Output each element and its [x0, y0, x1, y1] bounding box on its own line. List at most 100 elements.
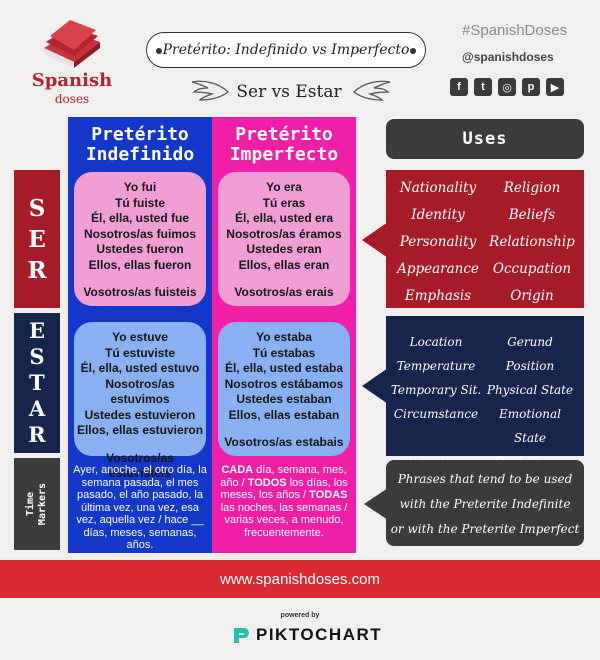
- conjugation-line: Ellos, ellas estaban: [228, 407, 340, 422]
- indefinido-heading: Pretérito Indefinido: [68, 125, 212, 165]
- heading-line: Imperfecto: [229, 144, 339, 165]
- conjugation-line: Ustedes estuvieron: [84, 407, 196, 422]
- marker-bold: CADA: [221, 464, 254, 476]
- use-item: Identity: [411, 207, 465, 223]
- label-line: Markers: [37, 482, 48, 526]
- ser-uses-box: [386, 170, 584, 308]
- use-item: Nationality: [399, 180, 477, 196]
- instagram-icon[interactable]: ◎: [498, 78, 516, 96]
- vosotros-note: Vosotros/as erais: [234, 285, 334, 299]
- conjugation-line: Nosotros/as estuvimos: [105, 376, 175, 407]
- wing-right-icon: [353, 80, 391, 101]
- heading-line: Indefinido: [85, 144, 195, 165]
- marker-text: día, semana, mes, año /: [220, 464, 347, 489]
- conjugation-line: Tú fuiste: [115, 195, 165, 210]
- conjugation-line: Ellos, ellas estuvieron: [76, 423, 204, 437]
- use-item: Beliefs: [508, 207, 556, 223]
- conjugation-line: Tú estabas: [252, 345, 316, 360]
- marker-bold: TODAS: [309, 489, 348, 501]
- conjugation-line: Él, ella, usted estaba: [224, 361, 344, 375]
- vosotros-note: Vosotros/as estuvisteis: [106, 450, 174, 481]
- estar-uses-box: [386, 316, 584, 456]
- side-letter: S: [29, 344, 45, 369]
- label-line: Time: [25, 491, 36, 517]
- conjugation-line: Tú estuviste: [104, 345, 176, 360]
- use-item: Gerund: [507, 335, 553, 349]
- arrow-left-icon: [364, 488, 388, 520]
- side-letter: R: [27, 256, 47, 284]
- youtube-icon[interactable]: ▶: [546, 78, 564, 96]
- conjugation-line: Nosotros estábamos: [224, 376, 344, 391]
- twitter-icon[interactable]: t: [474, 78, 492, 96]
- facebook-icon[interactable]: f: [450, 78, 468, 96]
- imperfecto-time-markers: CADA día, semana, mes, año / TODOS los d…: [216, 464, 352, 539]
- website-banner: www.spanishdoses.com: [0, 560, 600, 598]
- use-item: Emotional State: [499, 407, 561, 445]
- pinterest-icon[interactable]: p: [522, 78, 540, 96]
- side-letter: R: [28, 422, 46, 447]
- use-item: Position: [505, 359, 555, 373]
- vosotros-note: Vosotros/as fuisteis: [83, 285, 197, 299]
- conjugation-line: Ellos, ellas fueron: [88, 257, 192, 272]
- conjugation-line: Él, ella, usted era: [234, 211, 334, 225]
- conjugation-line: Él, ella, usted estuvo: [80, 361, 200, 375]
- heading-line: Pretérito: [91, 124, 189, 145]
- bullet-icon: [410, 48, 416, 54]
- conjugation-line: Yo estuve: [112, 330, 168, 344]
- conjugation-line: Yo era: [266, 180, 302, 194]
- vosotros-note: Vosotros/as estabais: [224, 435, 344, 449]
- marker-text: las noches, las semanas / varias veces, …: [220, 501, 348, 539]
- conjugation-line: Él, ella, usted fue: [90, 211, 190, 225]
- hashtag: #SpanishDoses: [462, 22, 568, 39]
- website-link[interactable]: www.spanishdoses.com: [219, 570, 381, 588]
- note-line: Phrases that tend to be used: [397, 472, 573, 486]
- spanish-doses-logo: Spanish doses: [22, 18, 132, 118]
- conjugation-line: Nosotros/as fuimos: [83, 226, 197, 241]
- logo-title: Spanish: [31, 70, 113, 91]
- side-letter: A: [28, 396, 46, 421]
- wing-left-icon: [191, 80, 229, 101]
- side-letter: E: [28, 225, 46, 253]
- conjugation-line: Yo fui: [123, 180, 157, 194]
- use-item: Physical State: [486, 383, 574, 397]
- marker-text: los días, los meses, los años /: [220, 476, 348, 502]
- use-item: Origin: [510, 288, 554, 304]
- conjugation-line: Ustedes fueron: [96, 242, 184, 256]
- marker-bold: TODOS: [247, 476, 287, 489]
- conjugation-line: Nosotros/as éramos: [226, 226, 342, 241]
- side-letter: S: [28, 194, 46, 222]
- conjugation-line: Tú eras: [262, 195, 306, 210]
- use-item: Religion: [503, 180, 561, 196]
- logo-subtitle: doses: [54, 92, 90, 106]
- imperfecto-heading: Pretérito Imperfecto: [212, 125, 356, 165]
- social-handle: @spanishdoses: [462, 50, 554, 64]
- piktochart-icon: [234, 628, 249, 643]
- conjugation-line: Ustedes eran: [246, 242, 322, 256]
- time-markers-note-box: Phrases that tend to be used with the Pre…: [386, 460, 584, 546]
- use-item: Circumstance: [393, 407, 479, 421]
- powered-by-label: powered by: [280, 612, 320, 619]
- use-item: Location: [409, 335, 463, 349]
- heading-line: Pretérito: [235, 124, 333, 145]
- conjugation-line: Ellos, ellas eran: [238, 257, 330, 272]
- note-line: with the Preterite Indefinite: [399, 497, 571, 511]
- side-letter: E: [28, 318, 45, 343]
- use-item: Emphasis: [404, 288, 472, 304]
- subtitle: Ser vs Estar: [236, 82, 342, 102]
- use-item: Occupation: [492, 261, 572, 277]
- piktochart-logo: PIKTOCHART: [232, 625, 382, 645]
- conjugation-line: Yo estaba: [256, 330, 312, 344]
- use-item: Temporary Sit.: [390, 383, 482, 397]
- page-title: Pretérito: Indefinido vs Imperfecto: [162, 42, 410, 58]
